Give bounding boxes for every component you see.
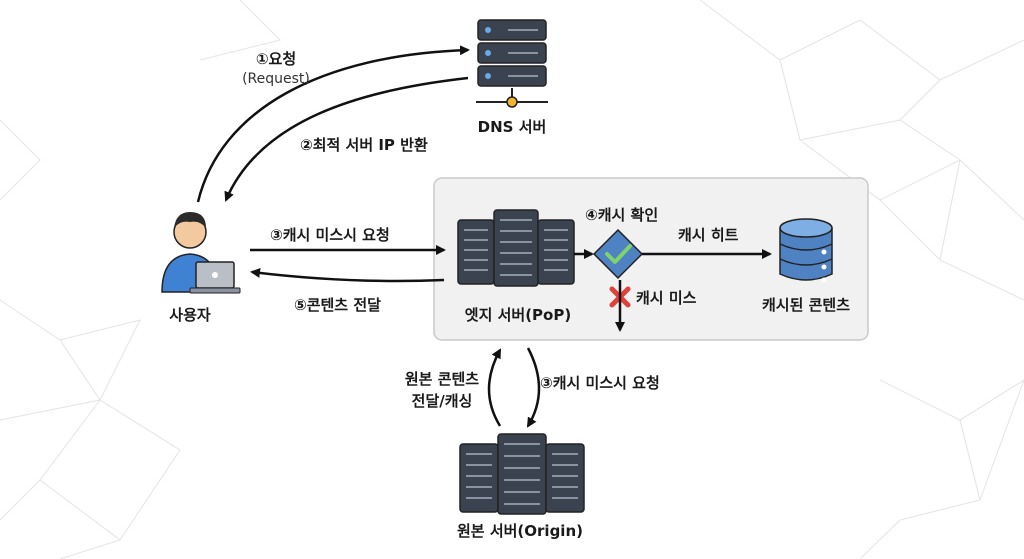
request-label: ①요청 [255,50,297,68]
origin-return-line2: 전달/캐싱 [411,392,473,410]
origin-server-label: 원본 서버(Origin) [457,522,583,540]
dns-server-icon [476,19,548,108]
database-icon [779,218,833,283]
dns-server-label: DNS 서버 [477,118,547,136]
edge-panel [433,177,869,341]
user-label: 사용자 [169,306,211,324]
cache-check-label: ④캐시 확인 [585,206,659,224]
cached-content-label: 캐시된 콘텐츠 [761,296,851,314]
cache-miss-label: 캐시 미스 [636,289,697,307]
request-sublabel: (Request) [242,71,310,87]
arrow-dns-return [224,76,469,202]
arrow-origin-return [487,348,502,427]
miss-request-label: ③캐시 미스시 요청 [270,226,390,244]
diamond-check-icon [592,228,644,280]
user-laptop-icon [161,212,241,294]
origin-server-cluster-icon [459,433,585,515]
edge-server-cluster-icon [457,209,575,287]
arrows [196,45,772,428]
arrow-deliver [250,268,445,283]
arrow-origin-request [526,347,541,428]
arrow-request [196,45,470,203]
edge-server-label: 엣지 서버(PoP) [464,306,572,324]
origin-request-label: ③캐시 미스시 요청 [540,374,660,392]
deliver-label: ⑤콘텐츠 전달 [294,296,381,314]
origin-return-line1: 원본 콘텐츠 [404,370,480,388]
dns-return-label: ②최적 서버 IP 반환 [300,136,428,154]
cache-hit-label: 캐시 히트 [678,226,739,244]
